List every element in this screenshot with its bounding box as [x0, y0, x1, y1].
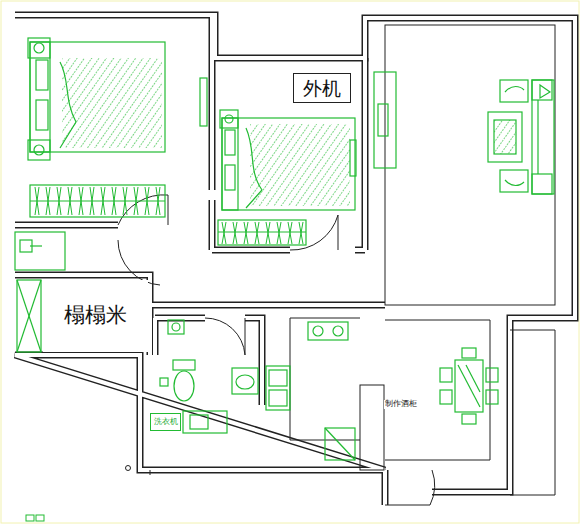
kitchen-bath-fixtures	[160, 320, 355, 460]
living-furniture	[374, 72, 554, 194]
thin-lines	[118, 25, 555, 505]
legend-icon	[26, 515, 44, 521]
room-label: 洗衣机	[154, 418, 178, 427]
bedroom-2-furniture	[218, 110, 356, 245]
walls	[15, 15, 575, 505]
dining-furniture	[440, 348, 498, 424]
tatami-room: 榻榻米	[43, 280, 148, 352]
wardrobe-hangers	[35, 187, 303, 244]
outdoor-unit-box: 外机	[293, 73, 351, 103]
washer-box: 洗衣机	[150, 413, 181, 431]
room-label: 外机	[303, 78, 341, 99]
room-label: 榻榻米	[64, 304, 127, 327]
bedroom-1-furniture	[15, 38, 207, 270]
tatami-storage	[17, 280, 41, 352]
cabinet-note: 制作酒柜	[384, 400, 418, 409]
